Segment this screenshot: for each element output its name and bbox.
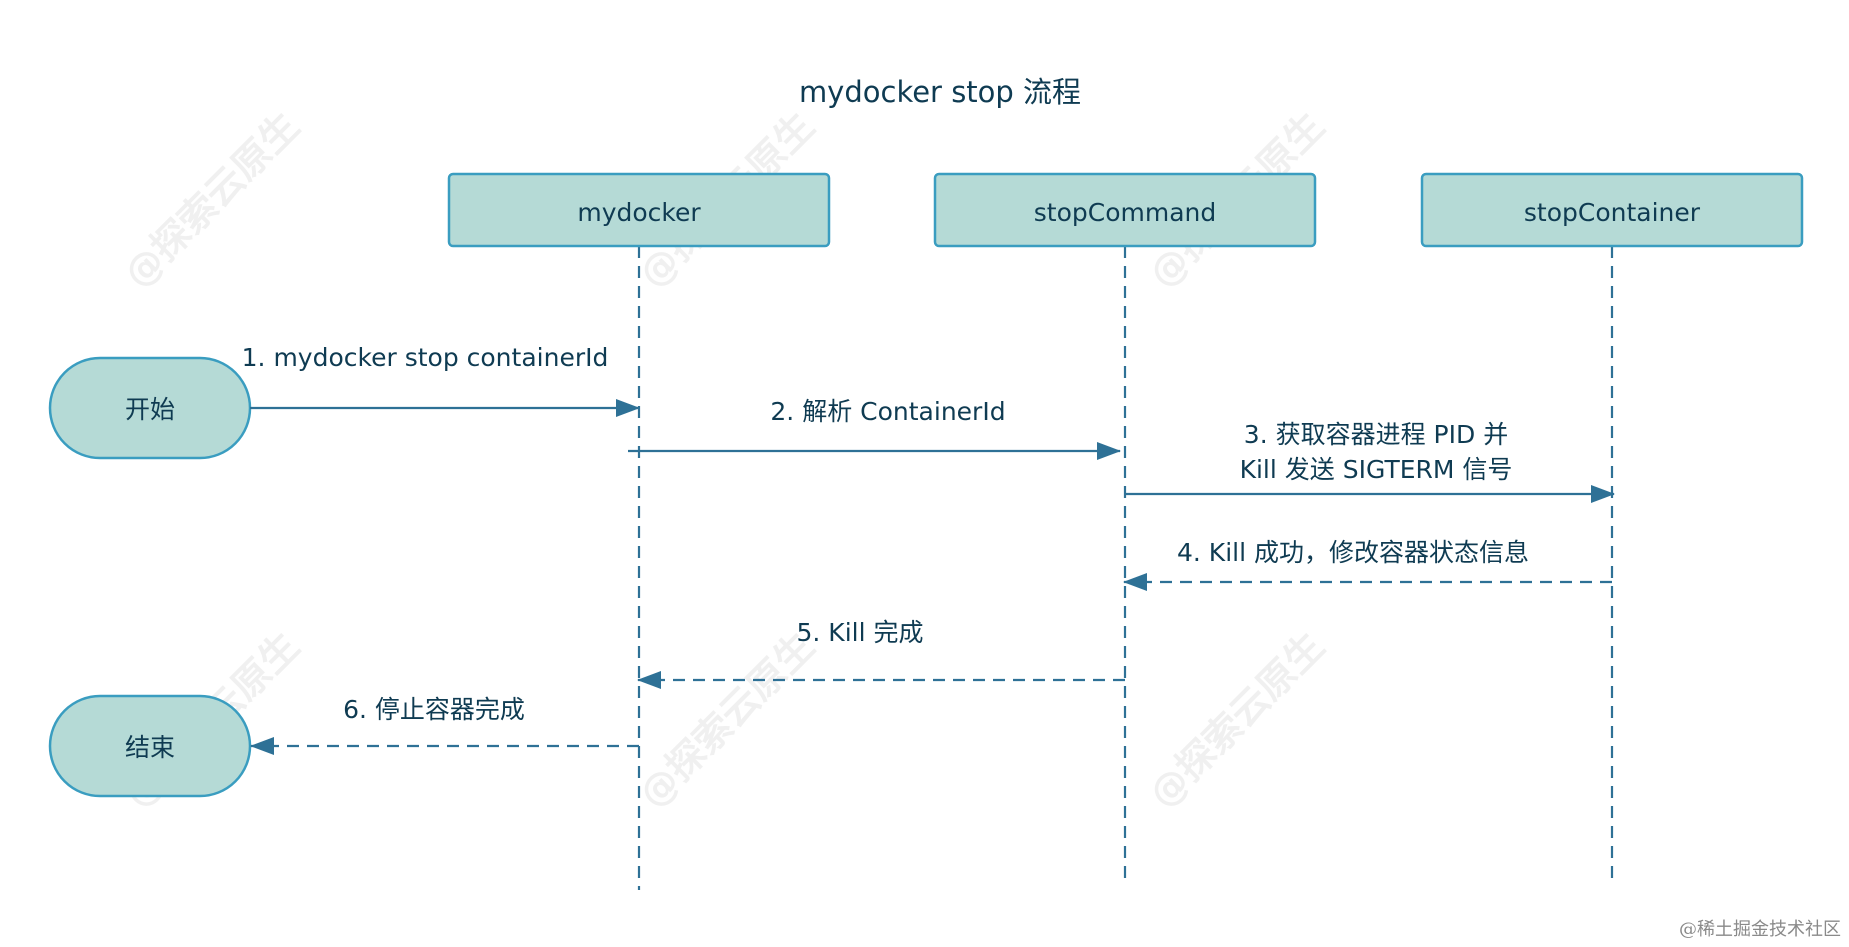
message-label-6: 6. 停止容器完成: [343, 695, 525, 724]
message-label-3b: Kill 发送 SIGTERM 信号: [1240, 455, 1513, 484]
participant-label: stopContainer: [1524, 198, 1701, 227]
message-label-5: 5. Kill 完成: [797, 618, 924, 647]
message-label-4: 4. Kill 成功，修改容器状态信息: [1177, 538, 1529, 567]
message-label-3a: 3. 获取容器进程 PID 并: [1244, 420, 1508, 449]
terminal-end: 结束: [48, 694, 252, 798]
terminal-label: 开始: [125, 395, 175, 424]
participant-stopcontainer: stopContainer: [1420, 172, 1804, 248]
participant-label: mydocker: [577, 198, 701, 227]
participant-stopcommand: stopCommand: [933, 172, 1317, 248]
message-label-1: 1. mydocker stop containerId: [242, 343, 609, 372]
terminal-start: 开始: [48, 356, 252, 460]
message-label-2: 2. 解析 ContainerId: [770, 397, 1005, 426]
footer-watermark: @稀土掘金技术社区: [1679, 919, 1841, 940]
participant-mydocker: mydocker: [447, 172, 831, 248]
terminal-label: 结束: [125, 733, 175, 762]
diagram-title: mydocker stop 流程: [799, 75, 1081, 109]
participant-label: stopCommand: [1034, 198, 1216, 227]
